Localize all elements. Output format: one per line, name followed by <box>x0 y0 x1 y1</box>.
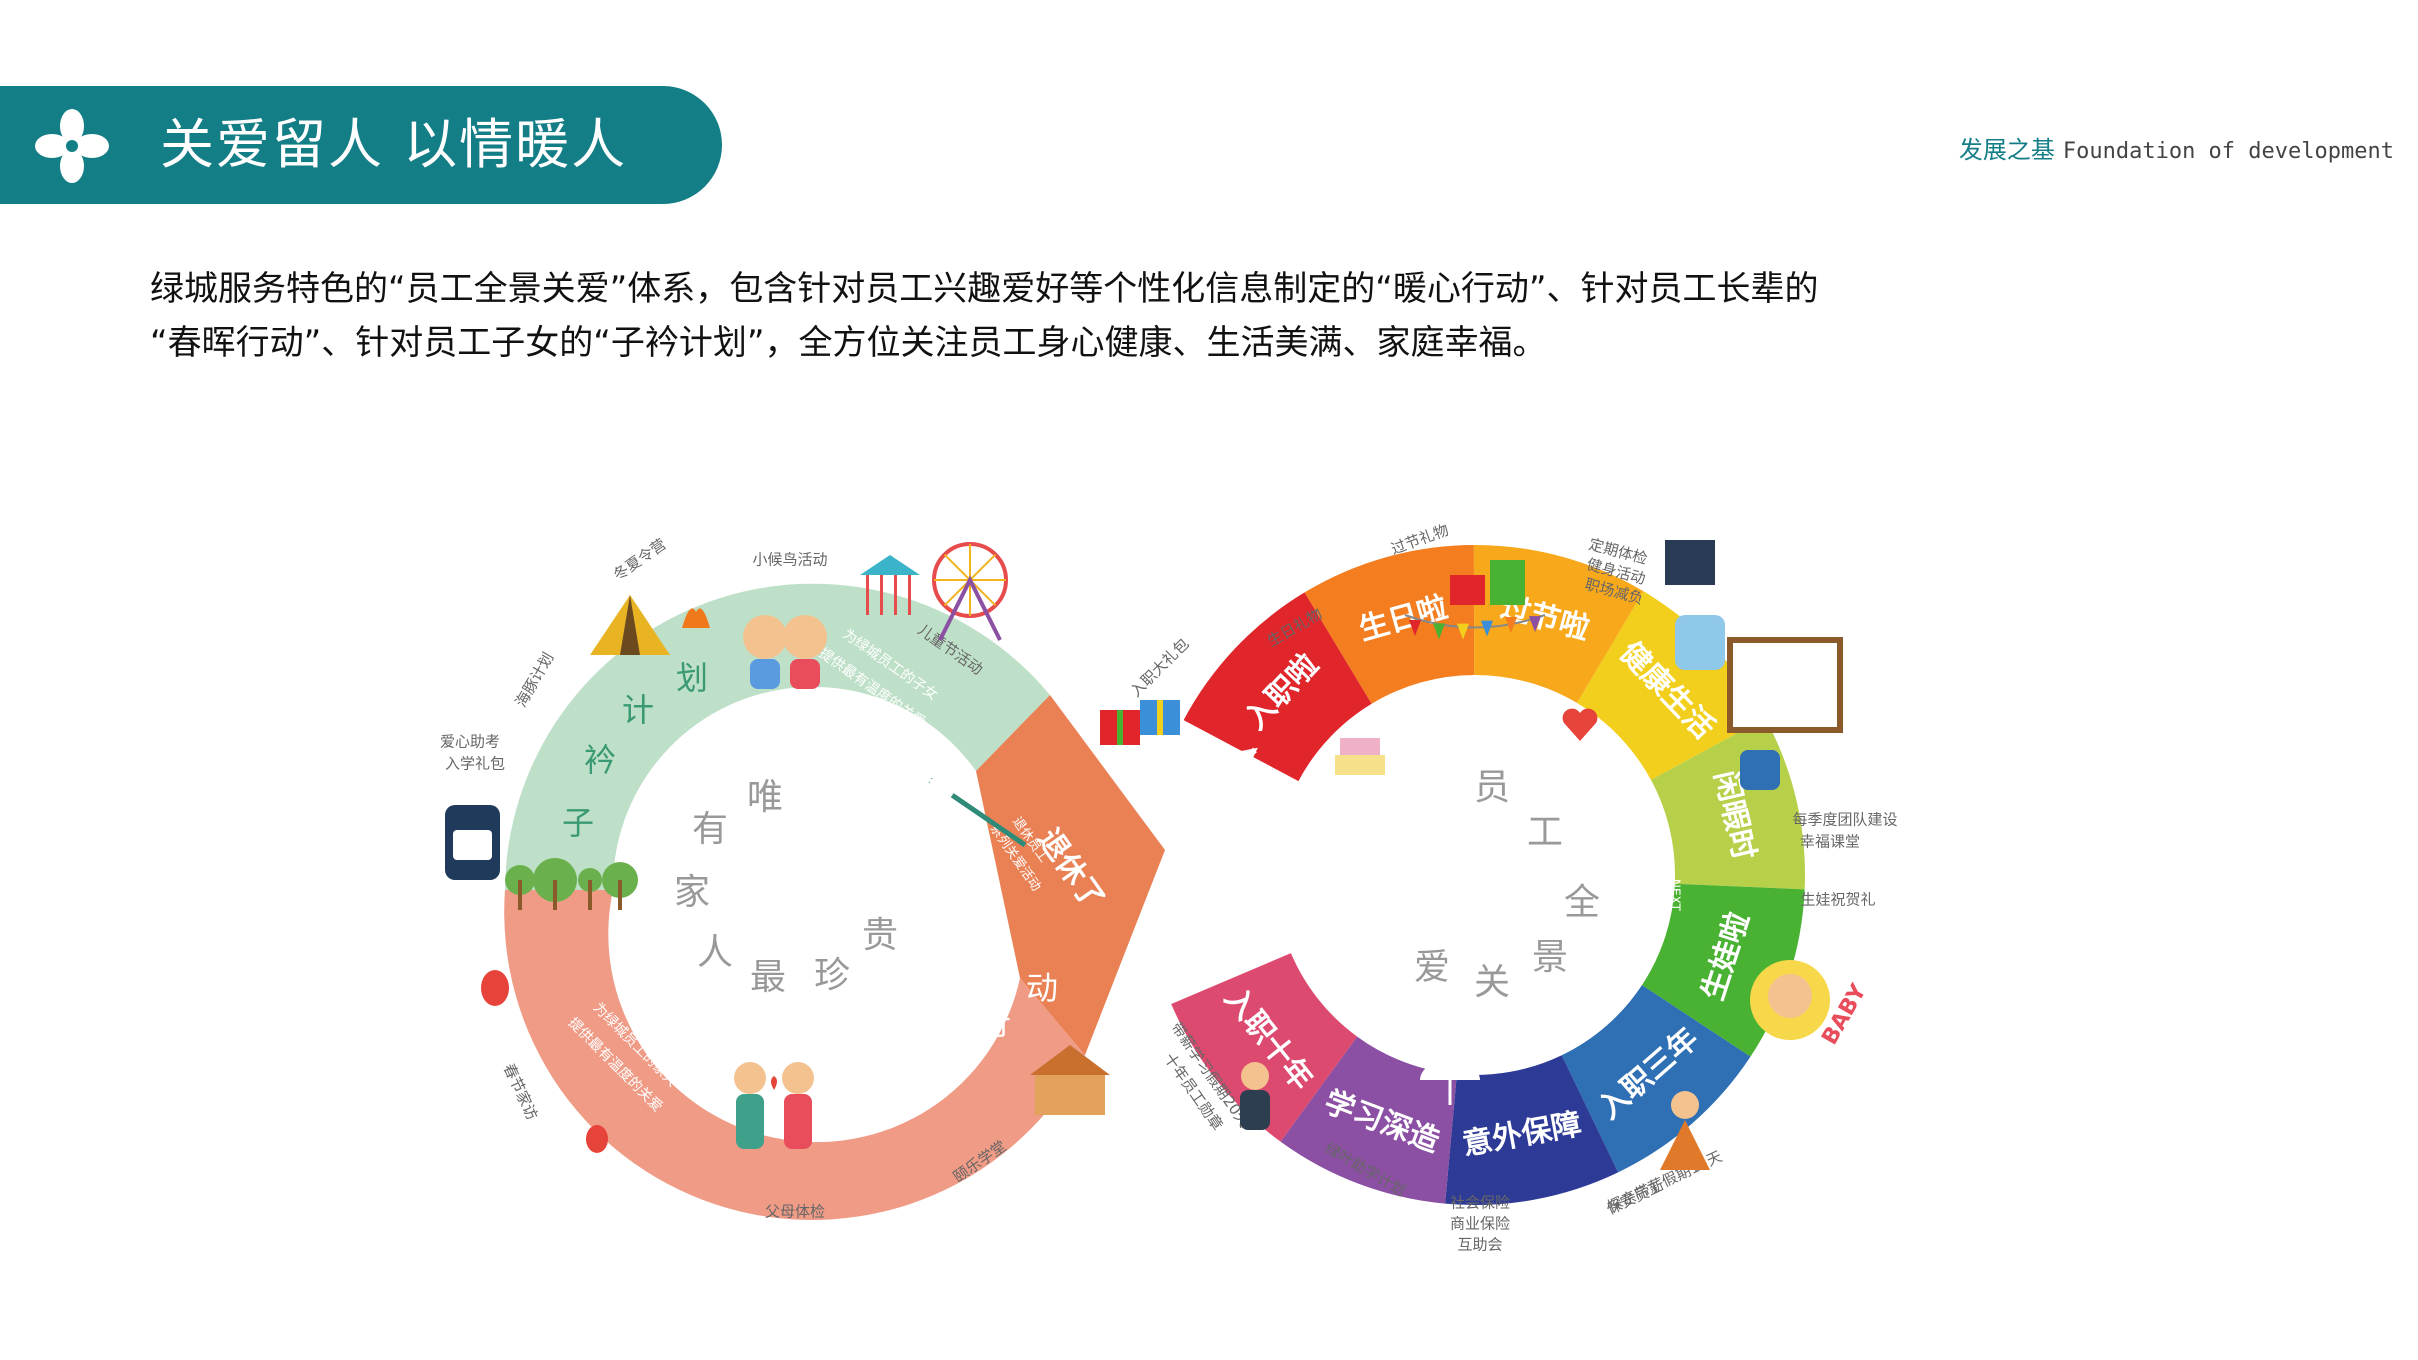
clover-icon <box>35 109 109 183</box>
decorations: BABY <box>445 540 1872 1170</box>
trees-icon <box>505 858 638 910</box>
zijin-band <box>505 583 1050 890</box>
elderly-couple-icon <box>734 1062 814 1149</box>
segment-1 <box>1304 545 1475 704</box>
heart-icon <box>1562 708 1598 741</box>
left-center-char: 人 <box>697 932 733 973</box>
title-bar: 关爱留人 以情暖人 <box>0 86 722 204</box>
doctor-icon <box>1665 540 1725 670</box>
lantern-icon-2 <box>586 1125 608 1153</box>
chunhui-char: 动 <box>1026 969 1058 1007</box>
segment-7 <box>1445 1055 1619 1205</box>
bunting-icon <box>1404 614 1546 640</box>
chunhui-band <box>504 890 1085 1220</box>
page-title: 关爱留人 以情暖人 <box>160 113 628 176</box>
chalkboard-icon <box>1727 637 1843 790</box>
intro-line-1: 绿城服务特色的“员工全景关爱”体系，包含针对员工兴趣爱好等个性化信息制定的“暖心… <box>150 269 1819 309</box>
next-arrow-icon <box>1622 838 1659 923</box>
ferris-wheel-icon <box>932 542 1008 641</box>
zijin-char: 子 <box>562 804 594 842</box>
next-label: NEXT <box>1669 879 1683 912</box>
section-label-cn: 发展之基 <box>1958 136 2055 164</box>
lantern-icon <box>481 970 509 1006</box>
section-label: 发展之基 Foundation of development <box>1959 130 2394 165</box>
annotation-insure2: 商业保险 <box>1450 1215 1510 1233</box>
gift-box-icon <box>1100 710 1140 745</box>
umbrella-icon <box>1420 1060 1480 1105</box>
chunhui-char: 晖 <box>924 1034 956 1072</box>
right-center-char: 爱 <box>1414 947 1450 988</box>
right-center-char: 员 <box>1474 767 1510 808</box>
annotation-aixin1: 爱心助考 <box>440 733 500 751</box>
annotation-ruzhi_gift: 入职大礼包 <box>1127 635 1193 701</box>
section-label-en: Foundation of development <box>2062 139 2394 164</box>
retire-segment <box>976 695 1165 1055</box>
zijin-char: 计 <box>622 691 654 729</box>
left-center-char: 贵 <box>862 915 898 956</box>
chunhui-char: 行 <box>979 1004 1011 1042</box>
left-center-char: 最 <box>750 957 786 998</box>
student-icon <box>1240 1062 1270 1130</box>
festival-gifts-icon <box>1450 560 1525 605</box>
kids-icon <box>743 615 827 689</box>
segment-9 <box>1171 953 1358 1142</box>
intro-paragraph: 绿城服务特色的“员工全景关爱”体系，包含针对员工兴趣爱好等个性化信息制定的“暖心… <box>150 262 2100 370</box>
annotation-chunjie: 春节家访 <box>500 1061 542 1123</box>
right-lobe-segments: 入职啦生日啦过节啦健康生活闲暇时生娃啦入职三年意外保障学习深造入职十年 <box>1171 545 1805 1205</box>
campfire-icon <box>682 608 710 628</box>
annotation-xiaohouniao: 小候鸟活动 <box>752 551 827 569</box>
annotation-dongying: 冬夏令营 <box>610 535 669 584</box>
intro-line-2: “春晖行动”、针对员工子女的“子衿计划”，全方位关注员工身心健康、生活美满、家庭… <box>150 323 1547 363</box>
annotation-haisu: 海豚计划 <box>512 649 558 710</box>
zijin-char: 衿 <box>584 741 616 779</box>
annotation-fumu: 父母体检 <box>765 1203 825 1221</box>
segment-8 <box>1280 1036 1457 1204</box>
backpack-icon <box>445 805 500 880</box>
then-arrow-icon <box>1322 976 1431 1011</box>
annotation-insure3: 互助会 <box>1457 1236 1502 1254</box>
right-center-char: 关 <box>1474 962 1510 1003</box>
chunhui-arrow-icon <box>647 978 723 1041</box>
infinity-care-diagram: 入职啦生日啦过节啦健康生活闲暇时生娃啦入职三年意外保障学习深造入职十年 退休了退… <box>440 521 1898 1254</box>
gift-box-icon-2 <box>1140 700 1180 735</box>
chunhui-char: 春 <box>879 1054 911 1092</box>
left-center-char: 珍 <box>814 955 850 996</box>
right-center-char: 全 <box>1564 882 1600 923</box>
annotation-team2: 幸福课堂 <box>1800 833 1860 851</box>
start-label: START <box>1166 757 1204 791</box>
annotation-insure1: 社会保险 <box>1450 1194 1510 1212</box>
segment-0 <box>1183 592 1372 782</box>
start-arrow-icon <box>1188 747 1258 803</box>
annotation-baby: 生娃祝贺礼 <box>1800 891 1875 909</box>
annotation-aixin2: 入学礼包 <box>445 755 505 773</box>
left-center-char: 唯 <box>747 777 783 818</box>
left-center-char: 家 <box>674 872 710 913</box>
annotation-team1: 每季度团队建设 <box>1792 811 1897 829</box>
tent-icon <box>590 595 670 655</box>
cake-icon <box>1335 738 1385 775</box>
zijin-arrow-icon <box>927 777 1027 848</box>
school-building-icon <box>1030 1045 1110 1115</box>
zijin-char: 划 <box>676 659 708 697</box>
segment-6 <box>1561 985 1751 1173</box>
right-center-char: 景 <box>1532 937 1568 978</box>
left-center-char: 有 <box>692 809 728 850</box>
traveler-icon <box>1660 1091 1710 1170</box>
then-label: THE <box>1654 832 1668 857</box>
carousel-icon <box>860 555 920 615</box>
right-center-char: 工 <box>1527 812 1563 853</box>
segment-3 <box>1577 591 1766 780</box>
baby-icon: BABY <box>1750 960 1872 1049</box>
